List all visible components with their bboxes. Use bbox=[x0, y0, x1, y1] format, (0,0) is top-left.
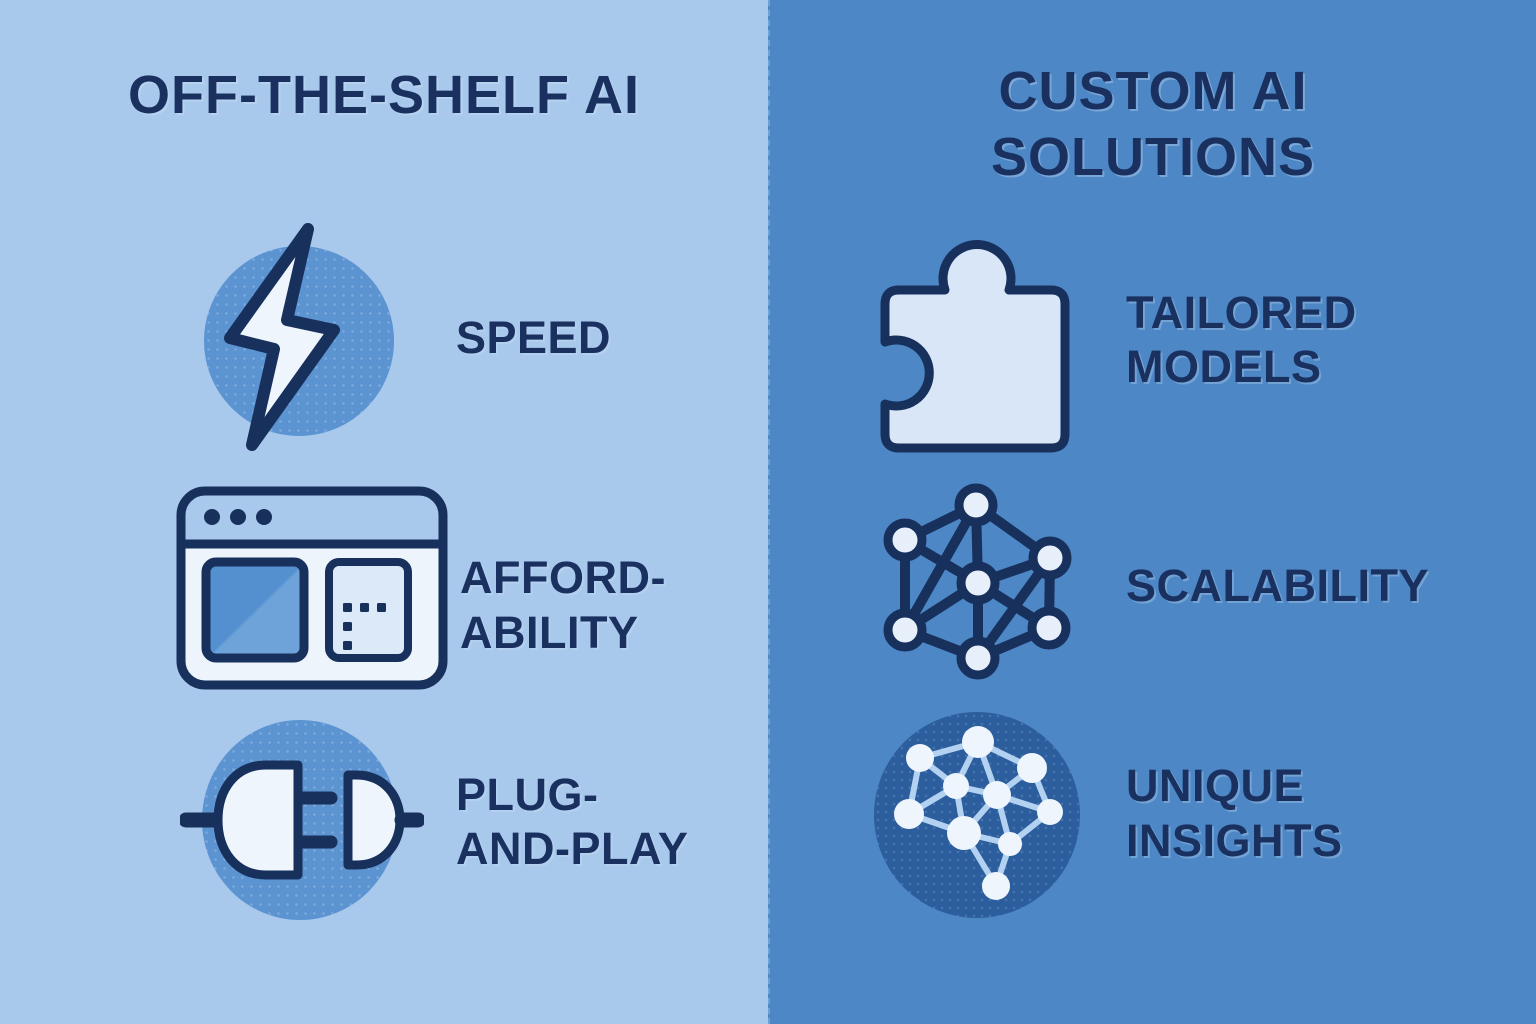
left-column-off-the-shelf-ai: OFF-THE-SHELF AI SPEED bbox=[0, 0, 768, 1024]
speed-label: SPEED bbox=[456, 312, 612, 363]
network-graph-icon bbox=[883, 483, 1072, 680]
affordability-label: AFFORD- ABILITY bbox=[460, 552, 666, 658]
browser-window-icon bbox=[176, 486, 448, 690]
left-column-title: OFF-THE-SHELF AI bbox=[128, 65, 640, 125]
window-dot bbox=[256, 509, 272, 525]
plug-icon bbox=[180, 760, 424, 880]
window-dot bbox=[204, 509, 220, 525]
puzzle-piece-icon bbox=[880, 240, 1070, 453]
right-column-custom-ai-solutions: CUSTOM AI SOLUTIONS TAILORED MODELS bbox=[768, 0, 1536, 1024]
right-column-title: CUSTOM AI SOLUTIONS bbox=[990, 61, 1315, 187]
tailored-models-label: TAILORED MODELS bbox=[1126, 287, 1357, 392]
lightning-bolt-icon bbox=[224, 223, 340, 451]
plug-and-play-label: PLUG- AND-PLAY bbox=[456, 769, 689, 874]
window-content-pane bbox=[201, 557, 309, 663]
unique-insights-label: UNIQUE INSIGHTS bbox=[1126, 760, 1343, 866]
scalability-label: SCALABILITY bbox=[1126, 560, 1429, 611]
window-dot bbox=[230, 509, 246, 525]
brain-network-icon bbox=[894, 726, 1063, 900]
